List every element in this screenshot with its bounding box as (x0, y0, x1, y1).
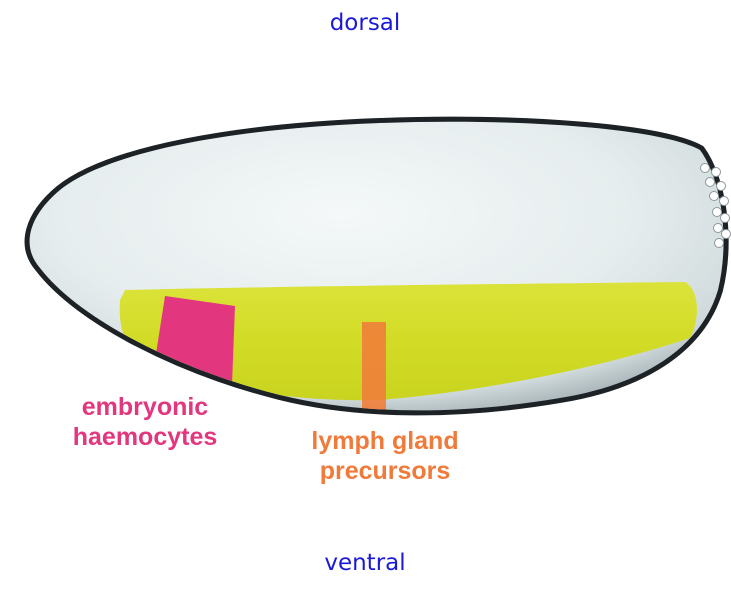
ventral-label: ventral (324, 550, 405, 576)
haemocytes-label: embryonic haemocytes (55, 392, 235, 452)
haemocytes-label-line-1: embryonic (55, 392, 235, 422)
lymph-gland-label: lymph gland precursors (290, 426, 480, 486)
haemocytes-label-line-2: haemocytes (55, 422, 235, 452)
lymph-gland-region (362, 322, 386, 422)
lymph-gland-label-line-1: lymph gland (290, 426, 480, 456)
lymph-gland-label-line-2: precursors (290, 456, 480, 486)
